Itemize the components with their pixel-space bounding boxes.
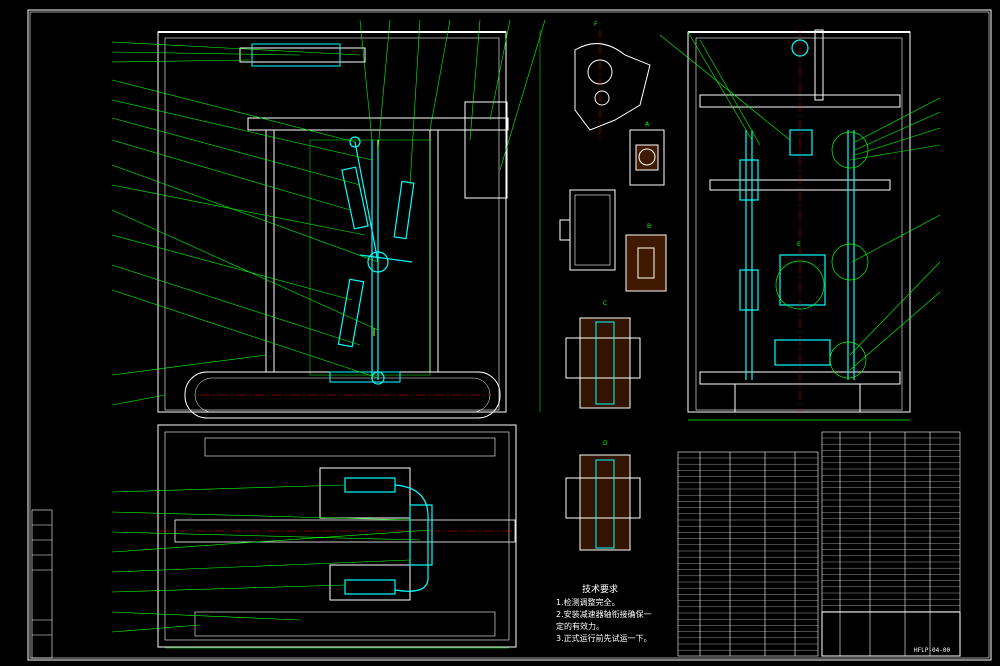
section-label-markers: A B C D E F <box>594 21 801 447</box>
technical-requirements: 技术要求 1.检测调整完全。 2.安装减速器轴衔接确保一 定的有效力。 3.正式… <box>556 584 676 645</box>
tech-req-item-1: 1.检测调整完全。 <box>556 598 620 607</box>
section-label-f: F <box>594 21 598 28</box>
tech-req-item-2: 2.安装减速器轴衔接确保一 <box>556 610 652 619</box>
section-c <box>625 234 667 292</box>
section-label-a: A <box>645 121 650 128</box>
front-view <box>157 30 541 419</box>
tech-req-title: 技术要求 <box>582 585 619 595</box>
section-b <box>559 189 616 271</box>
parts-list-table <box>677 431 961 657</box>
tech-req-item-4: 3.正式运行前先试运一下。 <box>556 634 652 643</box>
section-e <box>565 454 641 551</box>
section-d <box>565 317 641 409</box>
section-a <box>629 129 665 186</box>
section-label-e: E <box>797 241 801 248</box>
section-label-b: B <box>647 223 651 230</box>
leader-lines <box>111 19 941 633</box>
side-view <box>687 29 911 421</box>
section-label-c: C <box>603 300 607 307</box>
plan-view <box>157 424 517 649</box>
sheet-border <box>27 9 992 661</box>
detail-views <box>559 30 667 551</box>
tech-req-item-3: 定的有效力。 <box>556 622 604 631</box>
detail-cam <box>574 30 651 140</box>
drawing-number: HFLP-04-00 <box>914 647 951 654</box>
section-label-d: D <box>603 440 608 447</box>
parts-list-rows <box>678 437 960 651</box>
